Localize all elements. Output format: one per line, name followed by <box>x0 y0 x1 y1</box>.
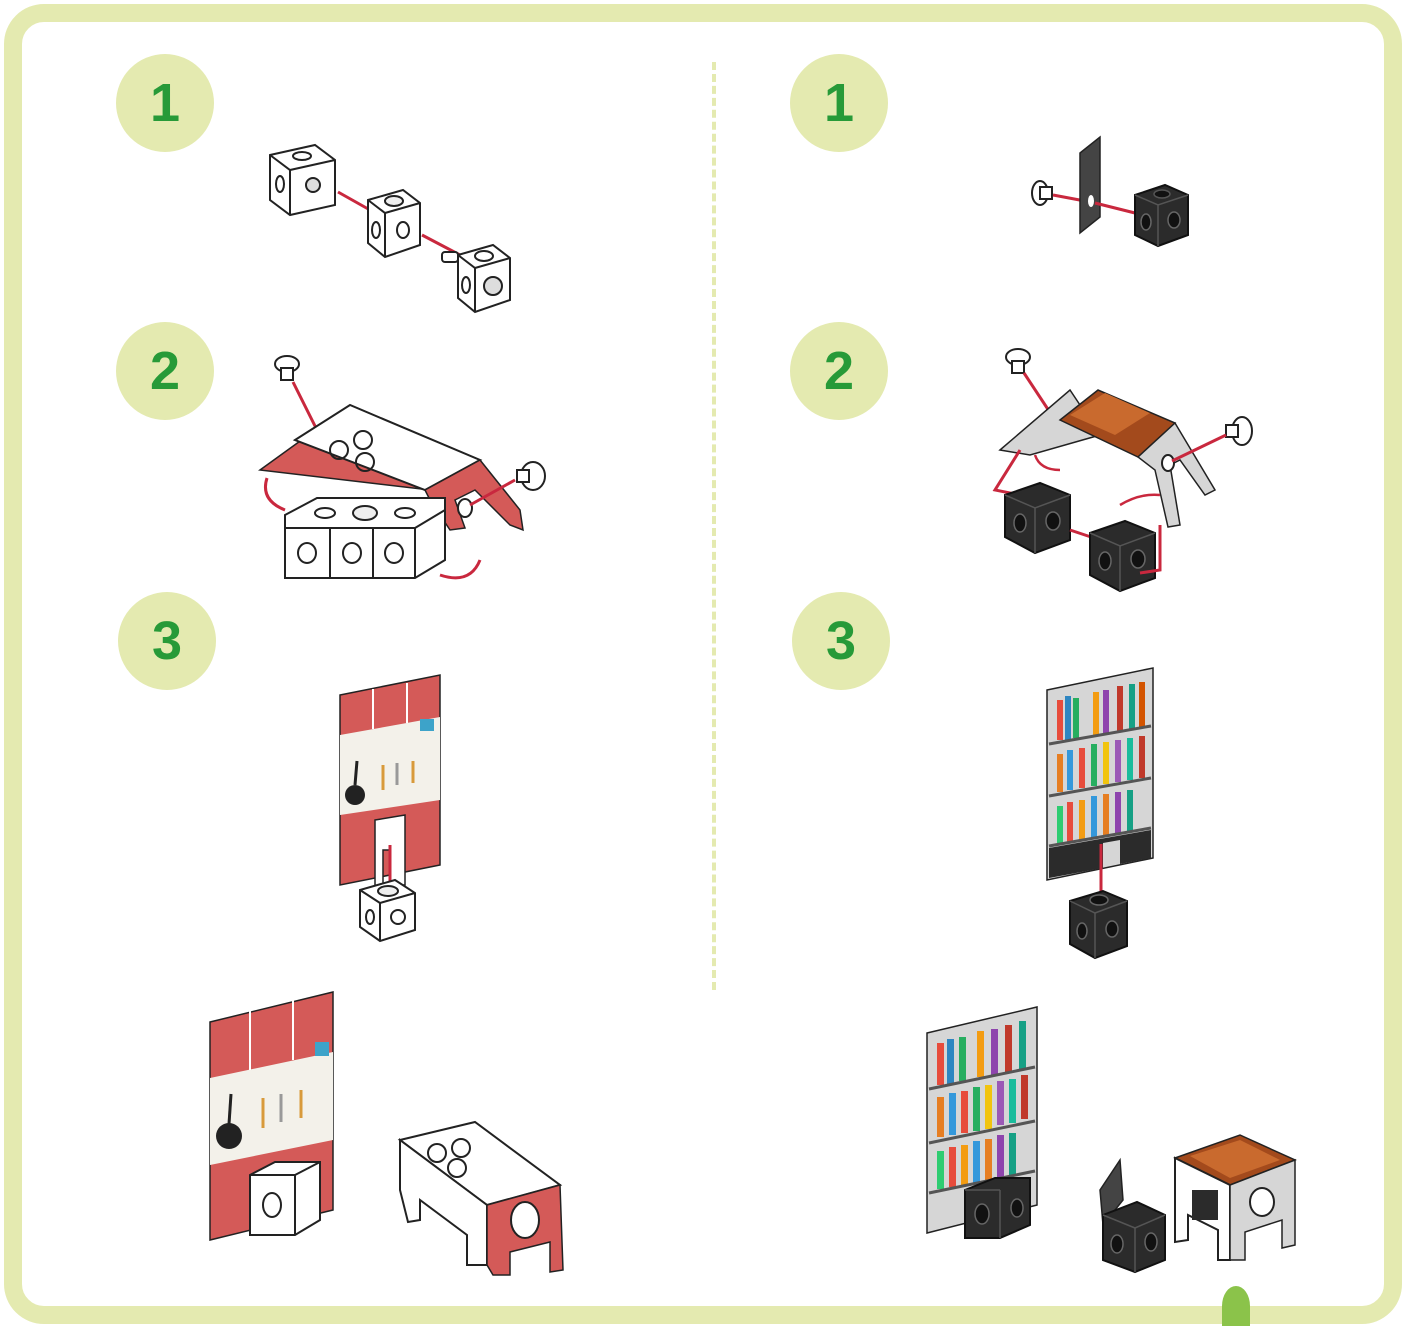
cube-row-icon <box>284 497 446 579</box>
desk-card-icon <box>998 388 1217 528</box>
white-cube-icon <box>249 1161 321 1236</box>
connector-line <box>469 478 516 507</box>
rotate-arrow <box>264 477 286 512</box>
step-badge-left-2: 2 <box>116 322 214 420</box>
rotate-arrow <box>1139 525 1162 575</box>
peg-icon <box>1225 416 1253 446</box>
white-cube-icon <box>269 143 336 217</box>
left-step1-cubes-illustration <box>269 143 511 314</box>
column-divider <box>712 62 716 990</box>
rotate-arrow <box>1033 454 1061 472</box>
peg-icon <box>1031 180 1053 206</box>
step-number: 1 <box>823 73 855 133</box>
step-badge-right-3: 3 <box>792 592 890 690</box>
peg-icon <box>516 461 546 491</box>
left-step2-stove-illustration <box>257 355 546 580</box>
desk-card-icon <box>1173 1134 1297 1261</box>
step-badge-left-3: 3 <box>118 592 216 690</box>
chair-icon <box>1099 1157 1166 1274</box>
white-cube-icon <box>367 188 421 259</box>
black-cube-icon <box>1089 519 1156 593</box>
connector-line <box>337 190 371 212</box>
black-cube-icon <box>1004 481 1071 555</box>
step-badge-right-2: 2 <box>790 322 888 420</box>
step-number: 1 <box>149 73 181 133</box>
peg-icon <box>1005 348 1031 374</box>
white-cube-icon <box>441 243 511 314</box>
step-number: 3 <box>825 611 857 671</box>
right-step1-chair-back-illustration <box>1031 135 1189 248</box>
connector-line <box>1171 433 1227 463</box>
finished-study-illustration <box>926 1006 1297 1274</box>
step-badge-left-1: 1 <box>116 54 214 152</box>
stove-card-icon <box>397 1120 564 1276</box>
connector-line <box>291 381 319 431</box>
white-cube-icon <box>359 878 416 943</box>
right-step3-bookshelf-illustration <box>1046 667 1154 960</box>
black-cube-icon <box>1134 183 1189 248</box>
stove-card-icon <box>257 403 524 532</box>
step-number: 2 <box>823 341 855 401</box>
rotate-arrow <box>439 559 482 580</box>
step-number: 3 <box>151 611 183 671</box>
finished-kitchen-illustration <box>209 991 564 1276</box>
connector-line <box>1094 201 1136 215</box>
bookshelf-panel-icon <box>1046 667 1154 881</box>
step-badge-right-1: 1 <box>790 54 888 152</box>
rotate-arrow <box>1119 493 1161 507</box>
right-step2-desk-illustration <box>992 348 1253 593</box>
corner-leaf-decoration <box>1222 1286 1250 1326</box>
black-cube-icon <box>1069 889 1128 960</box>
rotate-arrow <box>992 449 1022 497</box>
black-cube-icon <box>964 1177 1031 1239</box>
bookshelf-panel-icon <box>926 1006 1038 1234</box>
peg-icon <box>274 355 300 381</box>
left-step3-kitchen-illustration <box>339 674 441 943</box>
step-number: 2 <box>149 341 181 401</box>
card-hole <box>1088 195 1094 207</box>
black-card-icon <box>1079 135 1101 235</box>
